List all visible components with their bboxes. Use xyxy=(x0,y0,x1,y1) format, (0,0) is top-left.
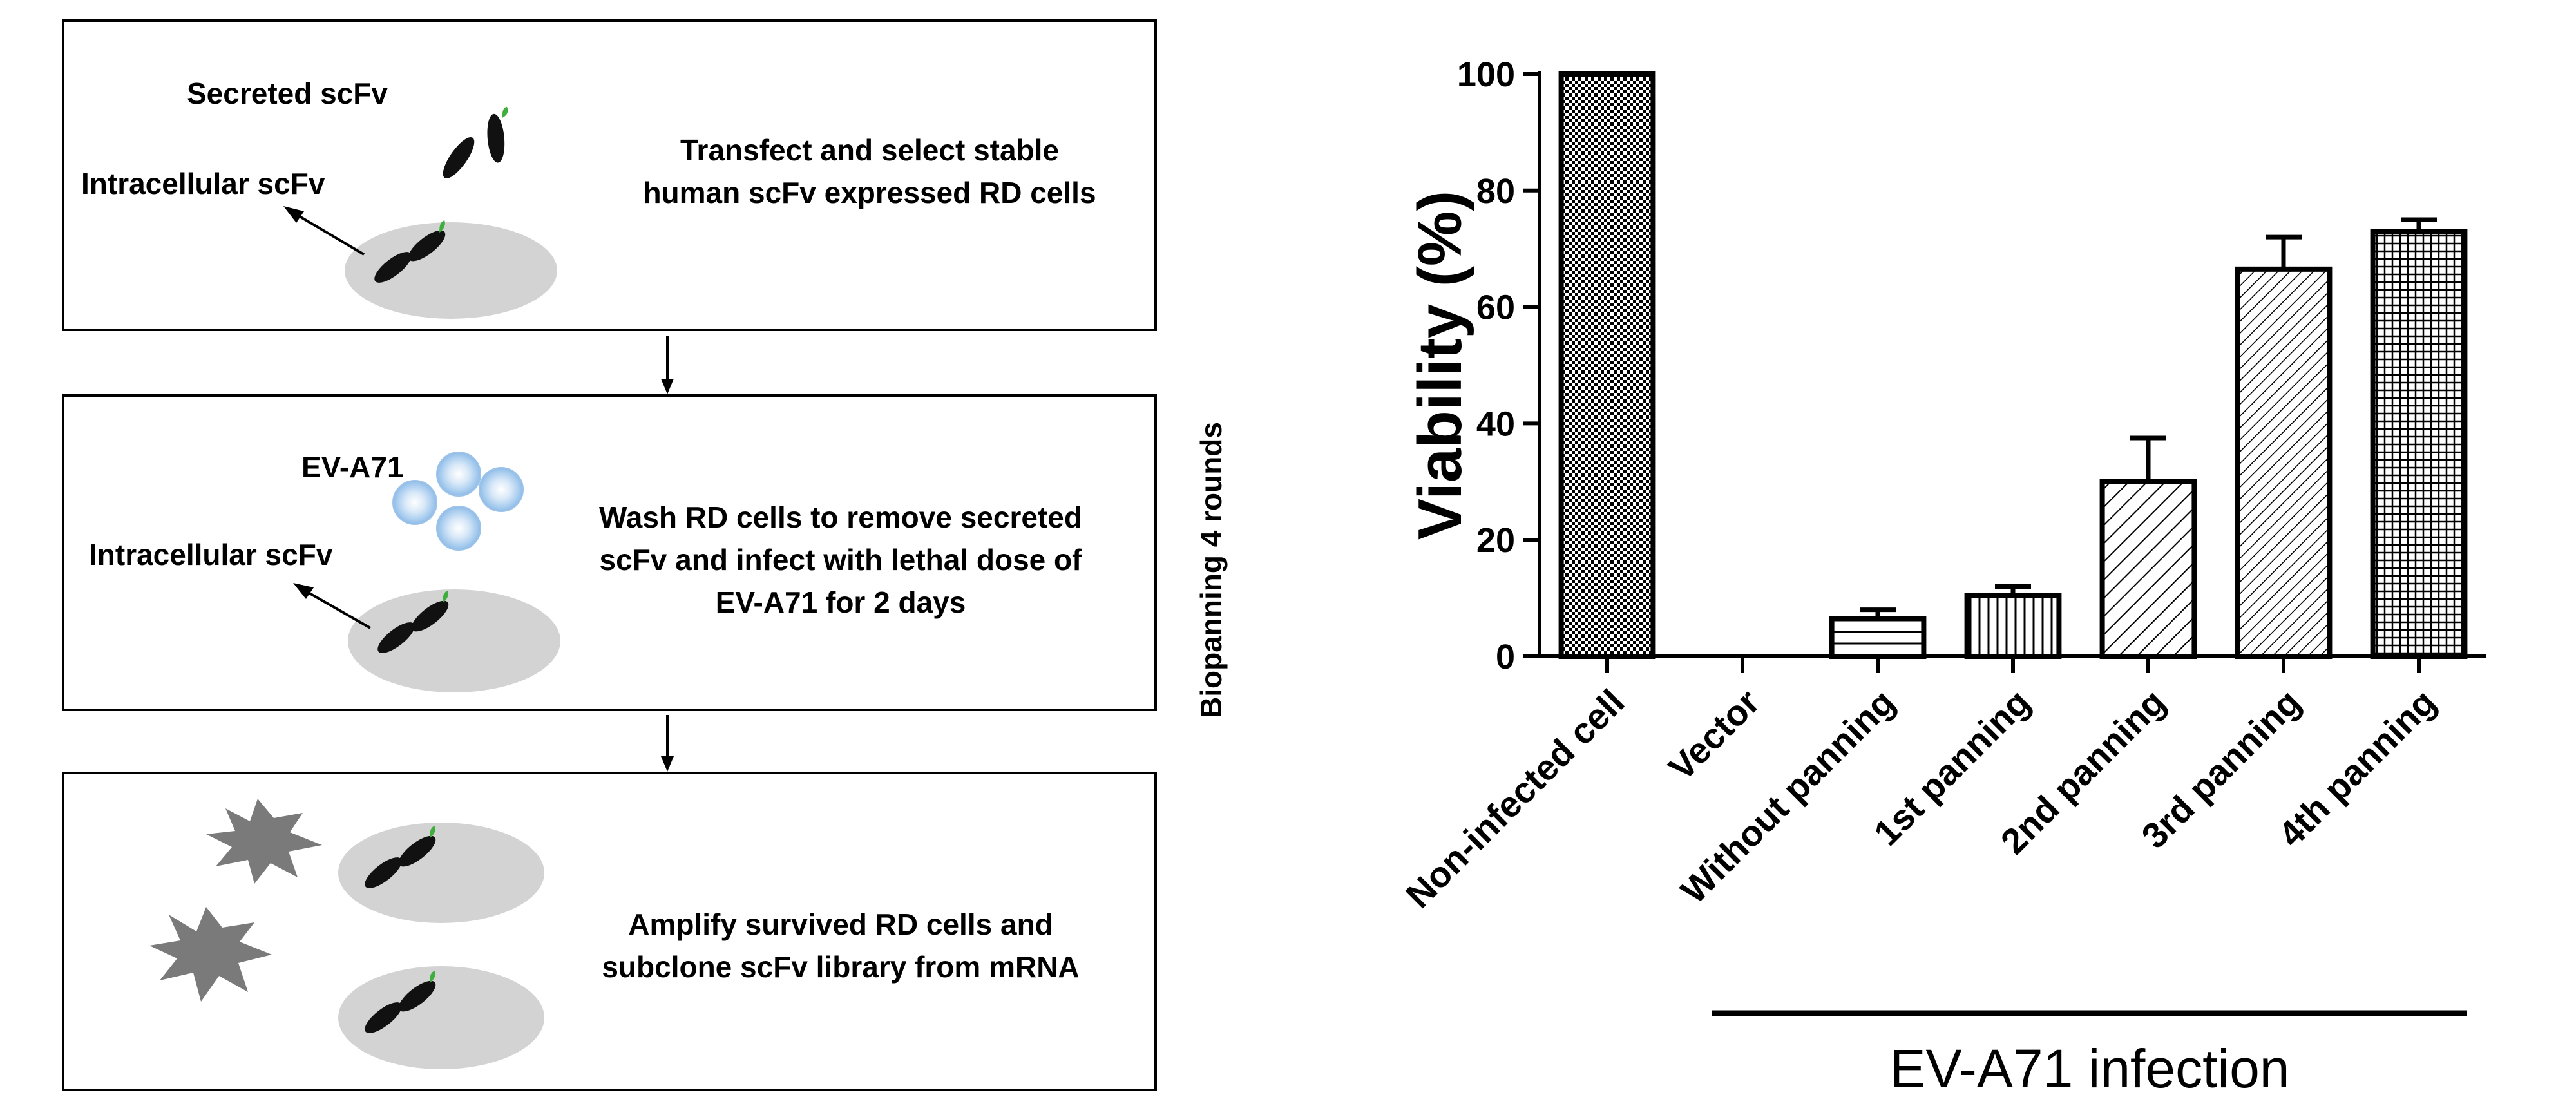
bar xyxy=(1829,616,1927,659)
y-tick-label: 40 xyxy=(1476,405,1515,443)
cell-icon xyxy=(348,589,560,692)
step3-description: Amplify survived RD cells and subclone s… xyxy=(535,903,1147,988)
y-tick-label: 60 xyxy=(1476,289,1515,327)
intracellular-scfv-icon xyxy=(377,591,449,653)
virus-label: EV-A71 xyxy=(301,450,404,484)
cell-icon xyxy=(338,823,544,923)
intracellular-scfv-icon xyxy=(374,220,446,283)
y-axis-label: Viability (%) xyxy=(1406,191,1474,540)
intracellular-scfv-label: Intracellular scFv xyxy=(89,538,333,571)
step2-box xyxy=(62,394,1157,711)
virus-particle-icon xyxy=(479,467,524,512)
biopanning-label: Biopanning 4 rounds xyxy=(1194,422,1228,718)
step2-description-line: scFv and infect with lethal dose of xyxy=(599,543,1082,577)
cell-icon xyxy=(345,222,557,319)
bar xyxy=(2099,479,2197,659)
bar xyxy=(1964,593,2062,660)
step3-description-line: subclone scFv library from mRNA xyxy=(602,950,1080,984)
y-tick-label: 80 xyxy=(1476,172,1515,211)
step1-description-line: Transfect and select stable xyxy=(680,133,1060,167)
pointer-arrow xyxy=(292,211,365,256)
y-tick-label: 100 xyxy=(1457,55,1515,94)
secreted-scfv-label: Secreted scFv xyxy=(187,77,388,110)
step2-description: Wash RD cells to remove secreted scFv an… xyxy=(535,496,1147,624)
step1-box xyxy=(62,19,1157,331)
step2-description-line: EV-A71 for 2 days xyxy=(715,586,966,619)
virus-particle-icon xyxy=(392,480,437,525)
x-tick-label: Vector xyxy=(1661,681,1768,788)
group-label: EV-A71 infection xyxy=(1889,1038,2289,1099)
dead-cell-icon xyxy=(149,907,272,1002)
step2-description-line: Wash RD cells to remove secreted xyxy=(599,500,1082,534)
secreted-scfv-icon xyxy=(443,106,508,179)
cell-icon xyxy=(338,966,544,1069)
y-tick-label: 20 xyxy=(1476,521,1515,560)
step1-description-line: human scFv expressed RD cells xyxy=(643,176,1096,209)
bar xyxy=(2235,266,2333,659)
dead-cell-icon xyxy=(206,799,322,884)
intracellular-scfv-label: Intracellular scFv xyxy=(81,167,325,200)
step3-description-line: Amplify survived RD cells and xyxy=(628,908,1053,941)
y-tick-label: 0 xyxy=(1496,638,1515,676)
virus-particle-icon xyxy=(436,506,481,551)
virus-particle-icon xyxy=(436,452,481,497)
bar xyxy=(2370,229,2468,659)
intracellular-scfv-icon xyxy=(365,971,436,1033)
workflow-illustrations xyxy=(149,106,674,1069)
pointer-arrow xyxy=(302,588,371,629)
intracellular-scfv-icon xyxy=(365,826,436,888)
x-tick-label: Non-infected cell xyxy=(1398,681,1632,916)
step1-description: Transfect and select stable human scFv e… xyxy=(593,129,1147,214)
bar xyxy=(1558,71,1656,659)
